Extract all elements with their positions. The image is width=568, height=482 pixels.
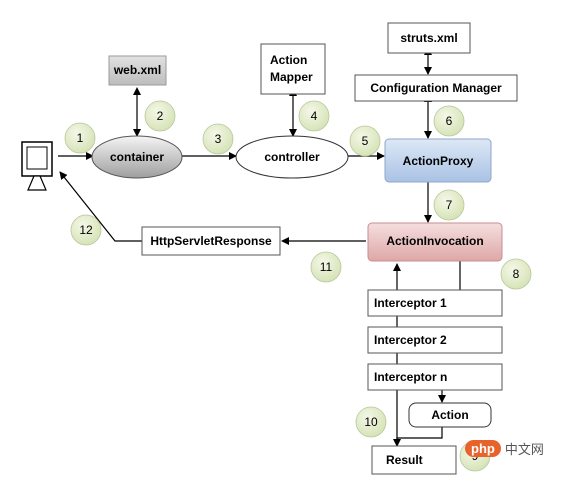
php-cn-watermark: php 中文网 bbox=[465, 439, 544, 458]
controller-node: controller bbox=[235, 135, 349, 179]
step-11-label: 11 bbox=[320, 260, 333, 274]
step-12-label: 12 bbox=[79, 223, 93, 237]
step-5-circle bbox=[349, 125, 381, 157]
arrow-response-computer bbox=[59, 171, 142, 242]
configuration-manager-label: Configuration Manager bbox=[370, 81, 502, 95]
step-7-label: 7 bbox=[446, 198, 453, 212]
step-8-label: 8 bbox=[513, 267, 520, 281]
step-1-label: 1 bbox=[77, 131, 84, 145]
interceptor-1-label: Interceptor 1 bbox=[374, 296, 447, 310]
step-2-label: 2 bbox=[157, 109, 164, 123]
watermark-text: 中文网 bbox=[504, 442, 544, 457]
http-servlet-response-label: HttpServletResponse bbox=[150, 234, 272, 248]
configuration-manager-box: Configuration Manager bbox=[354, 74, 518, 102]
step-6-circle bbox=[433, 105, 465, 137]
result-box: Result bbox=[371, 445, 457, 475]
step-3-label: 3 bbox=[215, 132, 222, 146]
action-mapper-box: Action Mapper bbox=[260, 43, 326, 95]
http-servlet-response-box: HttpServletResponse bbox=[141, 226, 281, 256]
action-mapper-label-line2: Mapper bbox=[270, 70, 313, 84]
container-label: container bbox=[110, 150, 164, 164]
step-8-circle bbox=[500, 258, 532, 290]
interceptor-n-box: Interceptor n bbox=[367, 363, 503, 391]
computer-icon bbox=[21, 141, 53, 191]
php-logo: php bbox=[465, 440, 501, 457]
web-xml-label: web.xml bbox=[113, 63, 161, 77]
step-12-circle bbox=[70, 214, 102, 246]
action-proxy-box: ActionProxy bbox=[384, 138, 492, 183]
step-numbers: 1 2 3 4 5 6 7 8 9 10 11 12 bbox=[77, 109, 520, 463]
controller-label: controller bbox=[264, 150, 320, 164]
interceptor-2-label: Interceptor 2 bbox=[374, 333, 447, 347]
step-2-circle bbox=[144, 100, 176, 132]
step-11-circle bbox=[310, 251, 342, 283]
step-1-circle bbox=[64, 122, 96, 154]
step-7-circle bbox=[433, 189, 465, 221]
struts-xml-box: struts.xml bbox=[387, 22, 471, 54]
interceptor-2-box: Interceptor 2 bbox=[367, 326, 503, 354]
action-label: Action bbox=[431, 408, 468, 422]
struts-xml-label: struts.xml bbox=[400, 31, 457, 45]
step-4-circle bbox=[298, 100, 330, 132]
interceptor-1-box: Interceptor 1 bbox=[367, 289, 503, 317]
arrow-action-result bbox=[393, 427, 443, 447]
step-3-circle bbox=[202, 123, 234, 155]
action-box: Action bbox=[408, 402, 492, 428]
step-10-circle bbox=[355, 406, 387, 438]
step-5-label: 5 bbox=[362, 134, 369, 148]
step-markers bbox=[64, 100, 532, 472]
web-xml-box: web.xml bbox=[108, 55, 167, 86]
result-label: Result bbox=[386, 453, 423, 467]
interceptor-n-label: Interceptor n bbox=[374, 370, 447, 384]
step-4-label: 4 bbox=[311, 109, 318, 123]
action-mapper-label-line1: Action bbox=[270, 53, 307, 67]
action-invocation-label: ActionInvocation bbox=[386, 234, 483, 248]
step-6-label: 6 bbox=[446, 114, 453, 128]
action-proxy-label: ActionProxy bbox=[403, 154, 474, 168]
action-invocation-box: ActionInvocation bbox=[367, 222, 503, 262]
container-node: container bbox=[91, 135, 183, 179]
step-10-label: 10 bbox=[364, 415, 378, 429]
